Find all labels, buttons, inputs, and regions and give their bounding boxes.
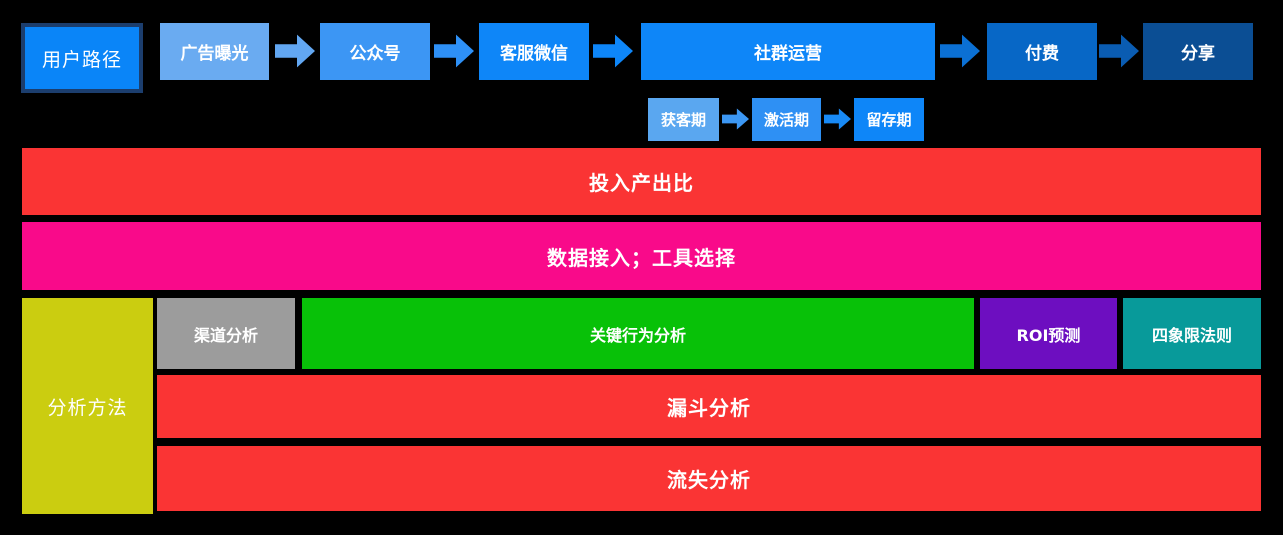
step-service-wechat: 客服微信 (479, 23, 589, 80)
step-payment: 付费 (987, 23, 1097, 80)
phase-activation: 激活期 (752, 98, 821, 141)
flow-arrow-icon (1099, 34, 1139, 68)
flow-arrow-icon (722, 108, 749, 130)
step-share: 分享 (1143, 23, 1253, 80)
cell-roi-forecast: ROI预测 (980, 298, 1117, 369)
flow-arrow-icon (275, 34, 315, 68)
cell-four-quadrant-rule: 四象限法则 (1123, 298, 1261, 369)
bar-data-access-tools: 数据接入；工具选择 (22, 222, 1261, 290)
flow-arrow-icon (434, 34, 474, 68)
step-ad-exposure: 广告曝光 (160, 23, 269, 80)
bar-churn-analysis: 流失分析 (157, 446, 1261, 511)
bar-roi-ratio: 投入产出比 (22, 148, 1261, 215)
phase-acquisition: 获客期 (648, 98, 719, 141)
bar-funnel-analysis: 漏斗分析 (157, 375, 1261, 438)
step-official-account: 公众号 (320, 23, 430, 80)
phase-retention: 留存期 (854, 98, 924, 141)
analysis-methods-legend: 分析方法 (22, 298, 153, 514)
flow-arrow-icon (824, 108, 851, 130)
flow-arrow-icon (593, 34, 633, 68)
cell-channel-analysis: 渠道分析 (157, 298, 295, 369)
cell-key-behavior-analysis: 关键行为分析 (302, 298, 974, 369)
step-community-ops: 社群运营 (641, 23, 935, 80)
user-path-legend: 用户路径 (21, 23, 143, 93)
flow-arrow-icon (940, 34, 980, 68)
